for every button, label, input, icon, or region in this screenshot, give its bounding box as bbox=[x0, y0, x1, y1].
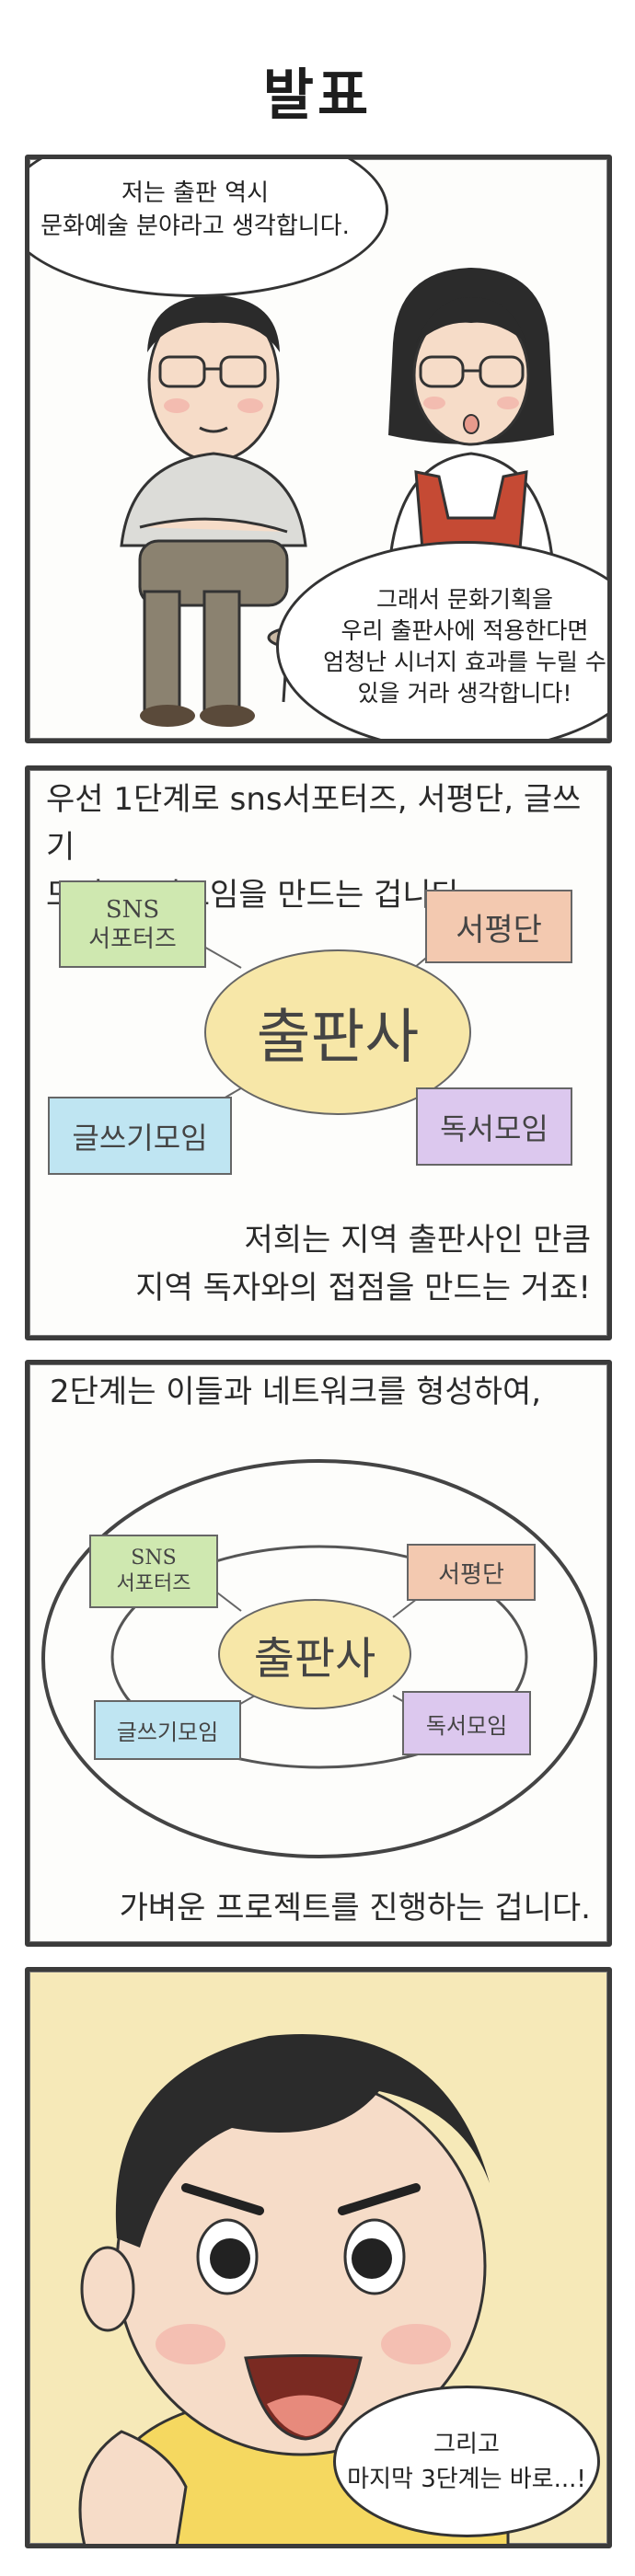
node-label: SNS bbox=[105, 895, 160, 924]
speech-bubble-woman: 그래서 문화기획을 우리 출판사에 적용한다면 엄청난 시너지 효과를 누릴 수… bbox=[276, 541, 607, 739]
node-reading-group: 독서모임 bbox=[402, 1691, 531, 1755]
panel-step3-presenter: 그리고 마지막 3단계는 바로...! bbox=[25, 1967, 612, 2548]
caption-line: 우선 1단계로 sns서포터즈, 서평단, 글쓰기 bbox=[46, 781, 582, 866]
presenter-figure bbox=[78, 2034, 510, 2544]
caption-line: 저희는 지역 출판사인 만큼 bbox=[244, 1222, 591, 1259]
bubble-line: 저는 출판 역시 bbox=[121, 179, 270, 207]
panel-step1-diagram: 우선 1단계로 sns서포터즈, 서평단, 글쓰기 모임, 독서모임을 만드는 … bbox=[25, 765, 612, 1340]
node-sns-supporters: SNS 서포터즈 bbox=[89, 1535, 218, 1608]
bubble-line: 마지막 3단계는 바로...! bbox=[347, 2465, 586, 2493]
woman-figure bbox=[387, 268, 556, 584]
caption-step2: 2단계는 이들과 네트워크를 형성하여, bbox=[50, 1374, 542, 1410]
node-review-group: 서평단 bbox=[407, 1544, 536, 1601]
node-sns-supporters: SNS 서포터즈 bbox=[59, 880, 206, 968]
caption-step2-note: 가벼운 프로젝트를 진행하는 겁니다. bbox=[119, 1890, 591, 1926]
node-review-group: 서평단 bbox=[425, 890, 572, 963]
node-label: 서포터즈 bbox=[116, 1572, 191, 1595]
man-figure bbox=[120, 295, 344, 727]
node-label: 서포터즈 bbox=[88, 925, 177, 953]
speech-bubble-presenter: 그리고 마지막 3단계는 바로...! bbox=[333, 2386, 600, 2537]
bubble-line: 그리고 bbox=[433, 2430, 500, 2458]
center-node-publisher: 출판사 bbox=[218, 1599, 411, 1709]
bubble-line: 문화예술 분야라고 생각합니다. bbox=[40, 213, 350, 240]
node-writing-group: 글쓰기모임 bbox=[94, 1700, 241, 1760]
panel4-illustration bbox=[78, 2034, 510, 2544]
panel-step2-network: 2단계는 이들과 네트워크를 형성하여, 출판사 SNS 서포터즈 서평단 글쓰… bbox=[25, 1360, 612, 1947]
caption-line: 지역 독자와의 접점을 만드는 거죠! bbox=[135, 1270, 591, 1306]
bubble-line: 우리 출판사에 적용한다면 bbox=[341, 617, 589, 644]
node-label: SNS bbox=[131, 1547, 177, 1570]
caption-step1-note: 저희는 지역 출판사인 만큼 지역 독자와의 접점을 만드는 거죠! bbox=[135, 1216, 591, 1312]
bubble-line: 엄청난 시너지 효과를 누릴 수 bbox=[323, 649, 606, 675]
node-writing-group: 글쓰기모임 bbox=[48, 1097, 232, 1175]
bubble-line: 있을 거라 생각합니다! bbox=[357, 680, 572, 707]
node-reading-group: 독서모임 bbox=[416, 1087, 572, 1166]
bubble-line: 그래서 문화기획을 bbox=[376, 586, 553, 613]
comic-title: 발표 bbox=[262, 63, 373, 128]
